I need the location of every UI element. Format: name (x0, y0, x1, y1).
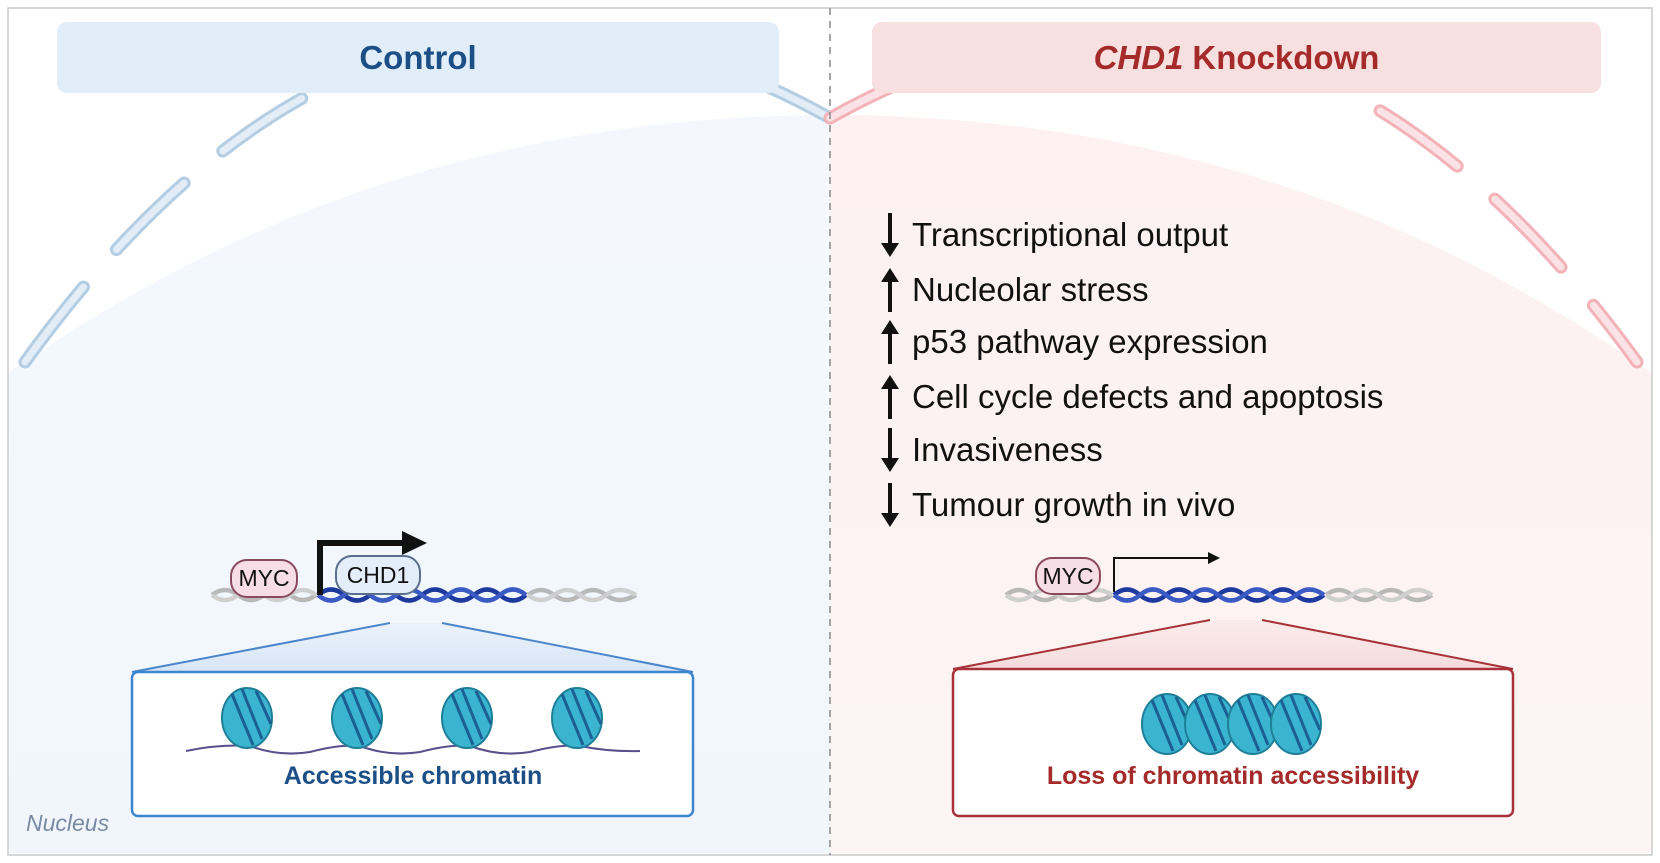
control-title: Control (359, 38, 477, 76)
tss-arrowhead-control (402, 531, 427, 555)
outcome-text: Cell cycle defects and apoptosis (912, 378, 1384, 415)
tss-arrow-control (317, 540, 405, 595)
arrow-down-icon (881, 483, 899, 527)
tss-arrow-knockdown (1113, 557, 1210, 592)
outcome-text: Invasiveness (912, 431, 1103, 468)
control-header: Control (57, 22, 779, 93)
arrow-up-icon (881, 375, 899, 419)
arrow-down-icon (881, 213, 899, 257)
outcome-text: Nucleolar stress (912, 271, 1149, 308)
myc-label-knockdown: MYC (1035, 557, 1101, 595)
accessible-chromatin-box (130, 670, 695, 818)
knockdown-header: CHD1 Knockdown (872, 22, 1601, 93)
myc-label-control: MYC (230, 559, 298, 598)
chd1-gene-label: CHD1 (335, 555, 421, 595)
outcome-item: Cell cycle defects and apoptosis (878, 375, 1384, 419)
nucleus-label: Nucleus (26, 810, 110, 836)
arrow-up-icon (881, 268, 899, 312)
chromatin-loss-label: Loss of chromatin accessibility (1046, 762, 1420, 790)
outcome-text: Transcriptional output (912, 216, 1229, 253)
outcome-text: Tumour growth in vivo (912, 486, 1236, 523)
outcome-item: Nucleolar stress (878, 268, 1149, 312)
knockdown-title-gene: CHD1 (1093, 38, 1184, 76)
dna-knockdown (1004, 587, 1434, 603)
zoom-wedge-knockdown (953, 620, 1513, 669)
outcome-item: p53 pathway expression (878, 320, 1268, 364)
outcome-item: Transcriptional output (878, 213, 1229, 257)
outcome-text: p53 pathway expression (912, 323, 1268, 360)
zoom-wedge-control (132, 623, 693, 672)
knockdown-title-rest: Knockdown (1192, 38, 1380, 76)
outcome-item: Invasiveness (878, 428, 1103, 472)
arrow-down-icon (881, 428, 899, 472)
tss-arrowhead-knockdown (1208, 552, 1220, 564)
outcome-item: Tumour growth in vivo (878, 483, 1236, 527)
arrow-up-icon (881, 320, 899, 364)
accessible-chromatin-label: Accessible chromatin (283, 762, 543, 790)
